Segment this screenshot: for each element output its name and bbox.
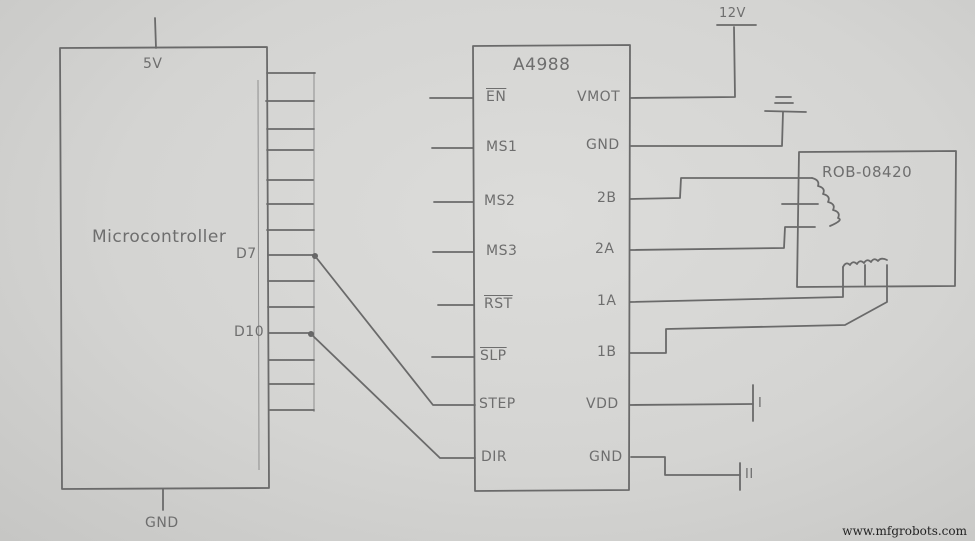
coil-b-icon [842,257,888,268]
gnd-marker: II [745,467,754,482]
microcontroller-block [59,17,316,511]
vdd-marker: I [758,396,763,411]
coil-b-wires [629,264,888,354]
pin-ms2: MS2 [484,193,516,209]
d10-to-dir-wire [310,333,476,459]
pin-1b: 1B [597,344,617,360]
pin-2b: 2B [597,190,617,206]
pin-vdd: VDD [586,396,619,412]
d7-pin-label: D7 [236,246,257,262]
5v-label: 5V [143,56,163,72]
motor-title: ROB-08420 [822,163,913,181]
d10-pin-label: D10 [234,324,265,340]
12v-label: 12V [719,6,746,21]
stepper-motor-block [796,150,957,288]
pin-1a: 1A [597,293,617,309]
pin-ms3: MS3 [486,243,518,259]
signal-wires [308,253,476,459]
5v-pin-stub [154,17,157,49]
watermark: www.mfgrobots.com [842,524,967,538]
pin-step: STEP [479,396,516,412]
pin-slp: SLP [480,348,507,364]
pin-ms1: MS1 [486,139,518,155]
a4988-title: A4988 [513,55,571,75]
pin-2a: 2A [595,241,615,257]
pin-vmot: VMOT [577,89,621,105]
microcontroller-title: Microcontroller [92,227,227,247]
pin-gnd-logic: GND [589,449,623,465]
a4988-block [429,44,631,492]
pin-gnd-motor: GND [586,137,620,153]
logic-ground [630,456,741,491]
motor-ground [630,96,807,147]
coil-a-wires [629,177,819,251]
d7-to-step-wire [314,255,476,406]
pin-rst: RST [484,296,513,312]
pin-dir: DIR [481,449,508,465]
vmot-supply [629,24,757,99]
coil-a-icon [811,177,841,227]
vdd-supply [629,384,754,422]
pin-en: EN [486,89,507,105]
gnd-label: GND [145,515,179,531]
